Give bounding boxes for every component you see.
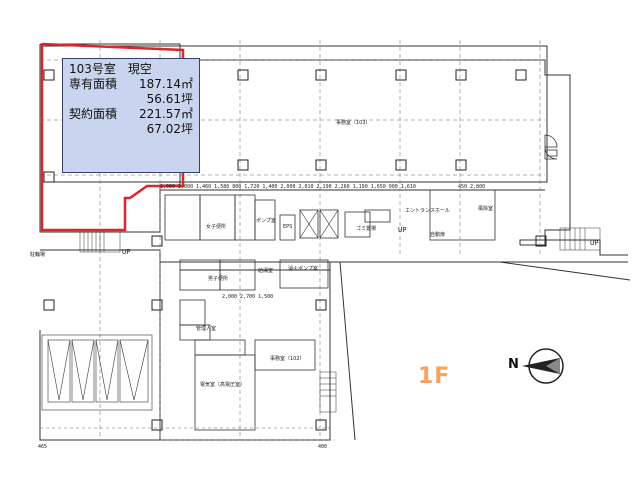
exclusive-area-label: 専有面積: [69, 77, 118, 91]
label-office-small: 事務室（102）: [270, 355, 305, 362]
label-mens-wc: 男子便所: [208, 275, 228, 282]
label-trash: ゴミ置場: [356, 225, 376, 232]
columns: [43, 69, 547, 431]
dimension-right: 450 2,800: [458, 184, 485, 190]
exclusive-tsubo-row: 56.61坪: [69, 92, 193, 107]
exclusive-area-row: 専有面積 187.14㎡: [69, 77, 193, 92]
contract-area-tsubo: 67.02坪: [146, 122, 193, 136]
contract-area-row: 契約面積 221.57㎡: [69, 107, 193, 122]
compass: N: [508, 346, 570, 386]
label-parking-note: 駐輪場: [30, 251, 45, 258]
exclusive-area-tsubo: 56.61坪: [146, 92, 193, 106]
label-fire-pump: 消火ポンプ室: [288, 265, 318, 272]
unit-info-box: 103号室 現空 専有面積 187.14㎡ 56.61坪 契約面積 221.57…: [62, 58, 200, 173]
unit-title: 103号室 現空: [69, 62, 152, 76]
unit-title-row: 103号室 現空: [69, 62, 193, 77]
contract-area-m2: 221.57㎡: [139, 107, 193, 121]
compass-icon: [522, 348, 564, 384]
dimension-bottom-left: 465: [38, 444, 47, 450]
parking-pallets: [41, 334, 153, 411]
label-office: 事務室（103）: [336, 119, 371, 126]
exclusive-area-m2: 187.14㎡: [139, 77, 193, 91]
door-swings: [544, 134, 558, 160]
label-water-room: 給湯室: [258, 267, 273, 274]
dashed-outline: [40, 260, 335, 441]
core-rooms: [164, 189, 496, 431]
dimension-mid: 2,000 2,700 1,500: [222, 294, 273, 300]
label-wind-room: 風除室: [478, 205, 493, 212]
contract-area-label: 契約面積: [69, 107, 118, 121]
label-up-right: UP: [590, 239, 598, 247]
dimension-row: 1,000 2,000 1,460 1,580 800 1,720 1,400 …: [160, 184, 416, 190]
floor-label: 1F: [418, 364, 451, 389]
label-autolock: 自動扉: [430, 231, 445, 238]
label-entrance-hall: エントランスホール: [405, 208, 450, 214]
label-womens-wc: 女子便所: [206, 223, 226, 230]
contract-tsubo-row: 67.02坪: [69, 122, 193, 137]
label-manager: 管理人室: [196, 325, 216, 332]
label-up-center: UP: [398, 226, 406, 234]
compass-north-label: N: [508, 357, 519, 372]
elevator-marks: [299, 209, 339, 239]
label-pump-room: ポンプ室: [256, 217, 276, 224]
label-eps: EPS: [283, 224, 292, 230]
label-up-left: UP: [122, 248, 130, 256]
label-electric-room: 電気室（高電圧室）: [200, 381, 245, 388]
dimension-bottom-mid: 400: [318, 444, 327, 450]
